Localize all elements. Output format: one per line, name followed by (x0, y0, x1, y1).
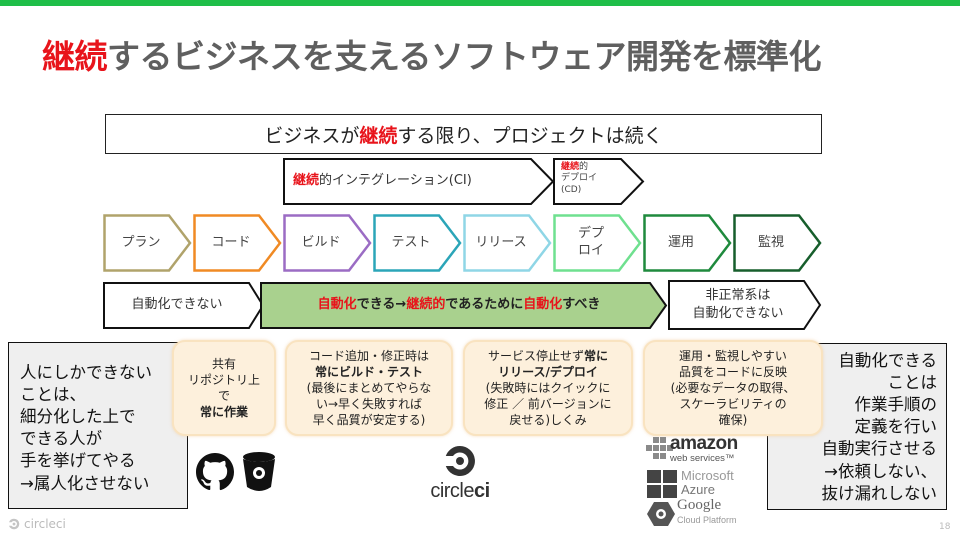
azure-line1: Microsoft (681, 468, 734, 483)
circleci-logo: circleci (424, 444, 496, 503)
banner-project-continues: ビジネスが継続する限り、プロジェクトは続く (105, 114, 822, 154)
banner-pre: ビジネスが (264, 124, 360, 147)
pipeline-step-label: コード (211, 234, 251, 250)
note-shared-repo-bold: 常に作業 (199, 405, 248, 420)
cd-line3: (CD) (561, 184, 582, 195)
banner-highlight: 継続 (359, 124, 398, 147)
gcp-line1: Google (677, 497, 722, 513)
note-shared-repo-text: 共有 リポジトリ上 で (187, 356, 260, 403)
pipeline-step-label: プラン (121, 234, 161, 250)
top-accent-bar (0, 0, 960, 6)
circleci-wordmark-ci: ci (473, 480, 490, 502)
aws-line2: web services™ (670, 453, 735, 464)
note-build-test-bold: 常にビルド・テスト (314, 364, 423, 379)
pipeline-step: デプ ロイ (553, 214, 642, 272)
auto-p6: すべき (562, 297, 601, 313)
auto-p2: できる→ (356, 297, 407, 313)
footer-circleci-icon (8, 518, 20, 530)
note-release-bold: リリース/デプロイ (498, 364, 598, 379)
ci-label: 的インテグレーション(CI) (319, 173, 472, 189)
circleci-icon (445, 445, 475, 476)
note-build-test-text: コード追加・修正時は (308, 348, 429, 363)
pipeline-step: コード (193, 214, 282, 272)
note-release-after: (失敗時にはクイックに 修正 ／ 前バージョンに 戻せる)しくみ (484, 380, 612, 428)
not-automatable-label: 自動化できない (131, 297, 223, 313)
auto-p1: 自動化 (317, 297, 357, 313)
bitbucket-logo-icon (241, 451, 277, 497)
title-rest: するビジネスを支えるソフトウェア開発を標準化 (107, 37, 822, 76)
banner-post: する限り、プロジェクトは続く (397, 124, 663, 147)
auto-p3: 継続的 (406, 297, 446, 313)
windows-icon (647, 470, 677, 498)
abnormal-label: 非正常系は 自動化できない (692, 287, 784, 321)
note-build-test: コード追加・修正時は 常にビルド・テスト (最後にまとめてやらな い→早く失敗す… (285, 340, 453, 436)
pipeline-step: リリース (463, 214, 552, 272)
pipeline-step: ビルド (283, 214, 372, 272)
pipeline-step-label: テスト (391, 234, 431, 250)
slide-title: 継続するビジネスを支えるソフトウェア開発を標準化 (42, 30, 822, 78)
auto-p5: 自動化 (523, 297, 563, 313)
ci-arrow: 継続的インテグレーション(CI) (283, 158, 555, 205)
human-only-tasks-box: 人にしかできない ことは、 細分化した上で できる人が 手を挙げてやる →属人化… (8, 342, 188, 509)
footer-brand: circleci (8, 517, 66, 531)
pipeline-step: テスト (373, 214, 462, 272)
github-logo-icon (196, 453, 234, 495)
gcp-hexagon-icon (647, 502, 675, 526)
pipeline-step-label: 監視 (757, 234, 784, 250)
note-ops-monitoring: 運用・監視しやすい 品質をコードに反映 (必要なデータの取得、 スケーラビリティ… (643, 340, 823, 436)
auto-p4: であるために (445, 297, 524, 313)
aws-cubes-icon (646, 437, 673, 459)
pipeline-step-label: リリース (475, 234, 527, 250)
note-build-test-after: (最後にまとめてやらな い→早く失敗すれば 早く品質が安定する) (306, 380, 432, 428)
note-release-deploy: サービス停止せず常に リリース/デプロイ (失敗時にはクイックに 修正 ／ 前バ… (463, 340, 633, 436)
abnormal-not-automatable-arrow: 非正常系は 自動化できない (668, 280, 822, 330)
not-automatable-arrow: 自動化できない (103, 282, 265, 329)
pipeline-step-label: ビルド (301, 234, 341, 250)
cd-line2: デプロイ (561, 173, 598, 184)
pipeline-step-label: 運用 (667, 234, 694, 250)
pipeline-step: 監視 (733, 214, 822, 272)
note-release-pre: サービス停止せず (487, 348, 584, 363)
automatable-tasks-box: 自動化できる ことは 作業手順の 定義を行い 自動実行させる →依頼しない、 抜… (767, 343, 947, 510)
pipeline-step-label: デプ ロイ (577, 226, 604, 258)
ci-highlight: 継続 (293, 173, 320, 189)
note-shared-repo: 共有 リポジトリ上 で 常に作業 (172, 340, 276, 436)
pipeline-step: 運用 (643, 214, 732, 272)
title-highlight: 継続 (42, 37, 108, 76)
footer-brand-text: circleci (24, 517, 66, 531)
gcp-line2: Cloud Platform (677, 515, 737, 525)
pipeline-step: プラン (103, 214, 192, 272)
aws-line1: amazon (670, 433, 738, 454)
automatable-arrow: 自動化できる→継続的であるために自動化すべき (260, 282, 668, 329)
circleci-wordmark-circle: circle (430, 480, 474, 502)
cd-line1: 的 (579, 162, 589, 172)
azure-line2: Azure (681, 482, 715, 497)
note-release-pre-bold: 常に (583, 348, 608, 363)
cd-arrow: 継続的 デプロイ (CD) (553, 158, 645, 205)
cd-highlight: 継続 (561, 162, 580, 172)
note-ops-text: 運用・監視しやすい 品質をコードに反映 (必要なデータの取得、 スケーラビリティ… (670, 348, 796, 428)
page-number: 18 (939, 522, 951, 532)
